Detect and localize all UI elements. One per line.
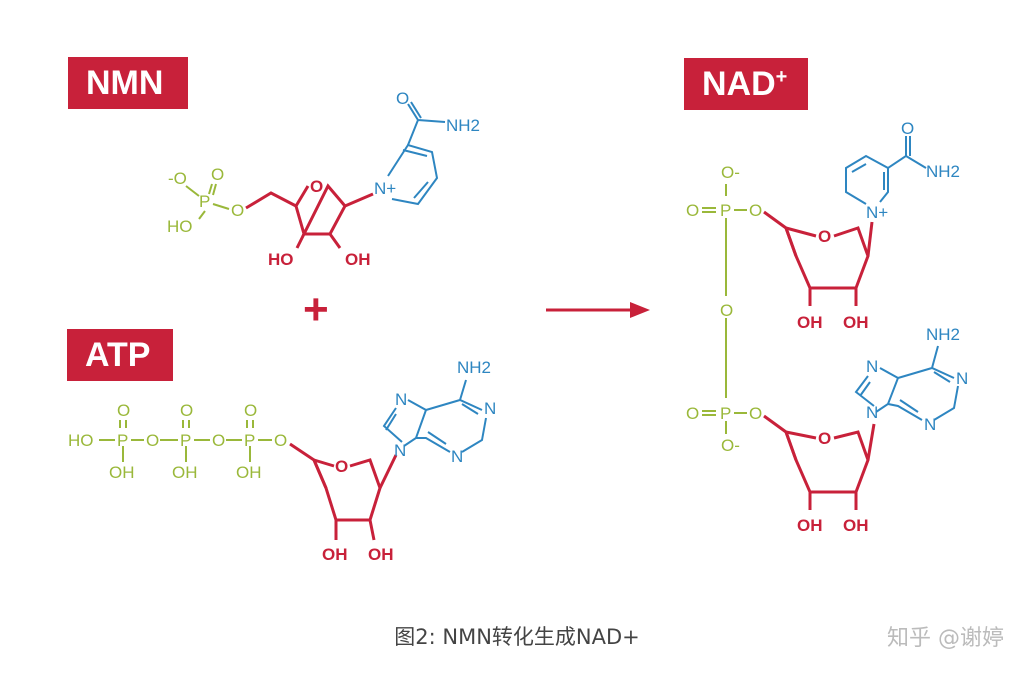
nad-phosphate-bonds xyxy=(702,184,747,434)
nad-upper-oh-bonds xyxy=(808,288,858,306)
nmn-pyridine-ring xyxy=(387,143,439,206)
nad-lower-oh-2: OH xyxy=(797,516,823,535)
nad-label-text: NAD xyxy=(702,65,776,103)
atp-o3: O xyxy=(274,431,287,450)
nmn-oh-3: OH xyxy=(345,250,371,269)
watermark: 知乎 @谢婷 xyxy=(887,626,1004,651)
nmn-p: P xyxy=(199,192,210,211)
nad-n1: N xyxy=(956,369,968,388)
atp-oh-3: OH xyxy=(368,545,394,564)
nad-p-bottom: P xyxy=(720,404,731,423)
nmn-ho: HO xyxy=(167,217,193,236)
atp-p2-oh: OH xyxy=(172,463,198,482)
atp-label: ATP xyxy=(67,329,173,381)
atp-phosphate-bonds xyxy=(99,420,272,462)
atp-adenine-bonds xyxy=(382,379,487,453)
plus-sign: + xyxy=(303,285,329,334)
atp-p1-o: O xyxy=(117,401,130,420)
atp-ho: HO xyxy=(68,431,94,450)
nad-lower-oh-bonds xyxy=(808,492,858,510)
nad-label: NAD+ xyxy=(684,58,808,110)
nmn-ring-o: O xyxy=(310,177,323,196)
nmn-n-plus: N+ xyxy=(374,179,396,198)
nad-o-dbl-top: O xyxy=(686,201,699,220)
nad-label-charge: + xyxy=(775,66,788,88)
nad-n-plus: N+ xyxy=(866,203,888,222)
nmn-phosphate-bonds xyxy=(185,183,230,220)
nmn-ho-2: HO xyxy=(268,250,294,269)
nmn-amide-bonds xyxy=(407,101,446,146)
nad-upper-c5 xyxy=(763,210,798,257)
nmn-label: NMN xyxy=(68,57,188,109)
nad-nh2: NH2 xyxy=(926,325,960,344)
nad-n7: N xyxy=(866,357,878,376)
reaction-arrow xyxy=(546,302,650,318)
nad-n3: N xyxy=(924,415,936,434)
nad-o-minus-top: O- xyxy=(721,163,740,182)
atp-ring-o: O xyxy=(335,457,348,476)
atp-p2-o: O xyxy=(180,401,193,420)
atp-glycosidic xyxy=(378,454,398,489)
atp-p3-oh: OH xyxy=(236,463,262,482)
nad-lower-oh-3: OH xyxy=(843,516,869,535)
nad-p-top: P xyxy=(720,201,731,220)
nmn-label-text: NMN xyxy=(86,64,164,102)
nad-o-bridge: O xyxy=(720,301,733,320)
atp-oh-2: OH xyxy=(322,545,348,564)
nad-o-ester-bottom: O xyxy=(749,404,762,423)
nmn-o-ester: O xyxy=(231,201,244,220)
atp-structure: HO P O OH O P O OH O P O OH O O OH OH N … xyxy=(68,358,496,564)
nad-upper-oh-2: OH xyxy=(797,313,823,332)
atp-o1: O xyxy=(146,431,159,450)
nad-upper-glycosidic xyxy=(866,221,874,257)
atp-nh2: NH2 xyxy=(457,358,491,377)
nmn-glycosidic xyxy=(344,192,374,208)
nmn-amide-o: O xyxy=(396,89,409,108)
nad-lower-c5 xyxy=(763,414,798,461)
atp-o2: O xyxy=(212,431,225,450)
atp-n3: N xyxy=(451,447,463,466)
nmn-structure: -O O P HO O O HO OH N+ O NH2 xyxy=(167,89,480,269)
atp-c5-bond xyxy=(289,442,328,489)
atp-oh-bonds xyxy=(334,519,376,541)
atp-p2: P xyxy=(180,431,191,450)
atp-p3: P xyxy=(244,431,255,450)
nad-o-dbl-bottom: O xyxy=(686,404,699,423)
nad-pyridine-ring xyxy=(845,136,927,205)
figure-caption: 图2: NMN转化生成NAD+ xyxy=(394,625,640,649)
nad-o-minus-bottom: O- xyxy=(721,436,740,455)
atp-n7: N xyxy=(395,390,407,409)
nad-lower-ring-o: O xyxy=(818,429,831,448)
atp-n9: N xyxy=(394,441,406,460)
atp-p3-o: O xyxy=(244,401,257,420)
nmn-amide-nh2: NH2 xyxy=(446,116,480,135)
nad-lower-glycosidic xyxy=(866,423,876,461)
nmn-o-top: O xyxy=(211,165,224,184)
nad-n9: N xyxy=(866,403,878,422)
nad-adenine-bonds xyxy=(854,345,959,421)
nad-upper-oh-3: OH xyxy=(843,313,869,332)
nad-amide-nh2: NH2 xyxy=(926,162,960,181)
nad-o-ester-top: O xyxy=(749,201,762,220)
nad-amide-o: O xyxy=(901,119,914,138)
nmn-oh-bonds xyxy=(295,233,342,249)
nad-upper-ring-o: O xyxy=(818,227,831,246)
nmn-o-minus: -O xyxy=(168,169,187,188)
nad-structure: O- O P O O O P O O- O OH OH N+ O NH2 O O… xyxy=(686,119,968,535)
atp-p1-oh: OH xyxy=(109,463,135,482)
atp-p1: P xyxy=(117,431,128,450)
atp-n1: N xyxy=(484,399,496,418)
atp-label-text: ATP xyxy=(85,336,151,374)
nmn-c5-bond xyxy=(245,191,297,210)
